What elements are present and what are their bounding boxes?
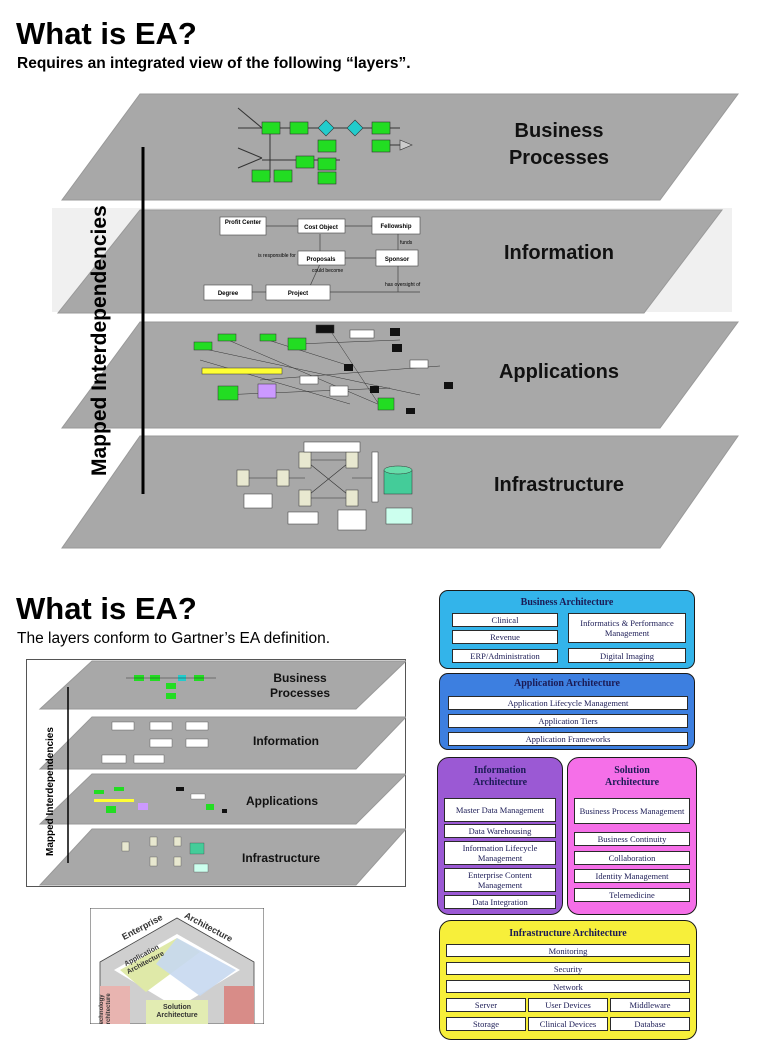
rel-funds: funds (400, 240, 413, 246)
entity-sponsor: Sponsor (385, 257, 410, 263)
arch-item-business-continuity: Business Continuity (574, 832, 690, 846)
arch-item-telemedicine: Telemedicine (574, 888, 690, 902)
solution-architecture-title: Solution Architecture (604, 765, 660, 788)
slide2-mapped-interdependencies: Mapped Interdependencies (45, 727, 56, 856)
information-architecture-title: Information Architecture (472, 765, 528, 788)
layer-label-information: Information (504, 242, 614, 264)
infrastructure-architecture-title: Infrastructure Architecture (509, 928, 627, 939)
slide2-layer-business: Business Processes (269, 671, 331, 700)
arch-item-security: Security (446, 962, 690, 975)
layer-label-applications: Applications (498, 361, 619, 383)
arch-item-identity-management: Identity Management (574, 869, 690, 883)
entity-proposals: Proposals (306, 257, 336, 263)
arch-item-erp-administration: ERP/Administration (452, 649, 558, 663)
infrastructure-architecture-box: Infrastructure Architecture Monitoring S… (439, 920, 697, 1040)
information-architecture-box: Information Architecture Master Data Man… (437, 757, 563, 915)
arch-item-application-frameworks: Application Frameworks (448, 732, 688, 746)
arch-item-network: Network (446, 980, 690, 993)
entity-cost-object: Cost Object (304, 225, 338, 231)
business-architecture-title: Business Architecture (520, 597, 614, 608)
arch-item-clinical-devices: Clinical Devices (528, 1017, 608, 1031)
slide2-title: What is EA? (16, 591, 197, 626)
arch-item-monitoring: Monitoring (446, 944, 690, 957)
rel-could-become: could become (312, 268, 343, 274)
entity-degree: Degree (218, 291, 239, 297)
plane-applications (61, 321, 739, 429)
arch-item-database: Database (610, 1017, 690, 1031)
arch-item-informatics: Informatics & Performance Management (568, 613, 686, 643)
slide1-subtitle: Requires an integrated view of the follo… (17, 55, 411, 72)
business-process-diagram (237, 107, 413, 185)
layer-label-infrastructure: Infrastructure (493, 474, 625, 496)
arch-item-user-devices: User Devices (528, 998, 608, 1012)
layer-label-business: Business Processes (508, 120, 610, 169)
arch-item-bpm: Business Process Management (574, 798, 690, 824)
slide1-mapped-interdependencies: Mapped Interdependencies (88, 205, 111, 476)
arch-item-master-data: Master Data Management (444, 798, 556, 822)
application-architecture-box: Application Architecture Application Lif… (439, 673, 695, 750)
arch-item-enterprise-content: Enterprise Content Management (444, 868, 556, 892)
ea-hexagon-graphic: Enterprise Architecture Application Arch… (90, 908, 264, 1024)
arch-item-data-integration: Data Integration (444, 895, 556, 909)
entity-project: Project (288, 291, 308, 297)
solution-architecture-box: Solution Architecture Business Process M… (567, 757, 697, 915)
arch-item-clinical: Clinical (452, 613, 558, 627)
entity-fellowship: Fellowship (380, 224, 411, 230)
hex-label-solution-architecture: Solution Architecture (156, 1004, 198, 1019)
arch-item-data-warehousing: Data Warehousing (444, 824, 556, 838)
arch-item-middleware: Middleware (610, 998, 690, 1012)
slide2-planes-graphic (38, 660, 406, 886)
arch-item-application-tiers: Application Tiers (448, 714, 688, 728)
hex-label-technology-architecture: Technology Architecture (99, 993, 112, 1024)
arch-item-storage: Storage (446, 1017, 526, 1031)
arch-item-revenue: Revenue (452, 630, 558, 644)
arch-item-digital-imaging: Digital Imaging (568, 648, 686, 663)
slide2-subtitle: The layers conform to Gartner’s EA defin… (17, 630, 331, 647)
arch-item-info-lifecycle: Information Lifecycle Management (444, 841, 556, 865)
application-architecture-title: Application Architecture (513, 678, 620, 689)
information-entity-diagram: Profit Center Cost Object Fellowship Pro… (203, 216, 421, 301)
rel-is-responsible-for: is responsible for (258, 253, 296, 259)
arch-item-server: Server (446, 998, 526, 1012)
rel-has-oversight-of: has oversight of (385, 282, 421, 288)
slide2-layer-infrastructure: Infrastructure (241, 851, 321, 865)
entity-profit-center: Profit Center (225, 220, 262, 226)
applications-network-diagram (193, 324, 453, 414)
slide1-title: What is EA? (16, 16, 197, 51)
slide2-layer-thumbnail: Business Processes Information Applicati… (26, 659, 406, 887)
business-architecture-box: Business Architecture Clinical Revenue E… (439, 590, 695, 669)
infrastructure-diagram (236, 441, 413, 531)
slide1-planes-graphic: Profit Center Cost Object Fellowship Pro… (52, 93, 739, 549)
slide2-layer-information: Information (253, 734, 319, 748)
slide2-layer-applications: Applications (245, 794, 318, 808)
arch-item-collaboration: Collaboration (574, 851, 690, 865)
arch-item-alm: Application Lifecycle Management (448, 696, 688, 710)
